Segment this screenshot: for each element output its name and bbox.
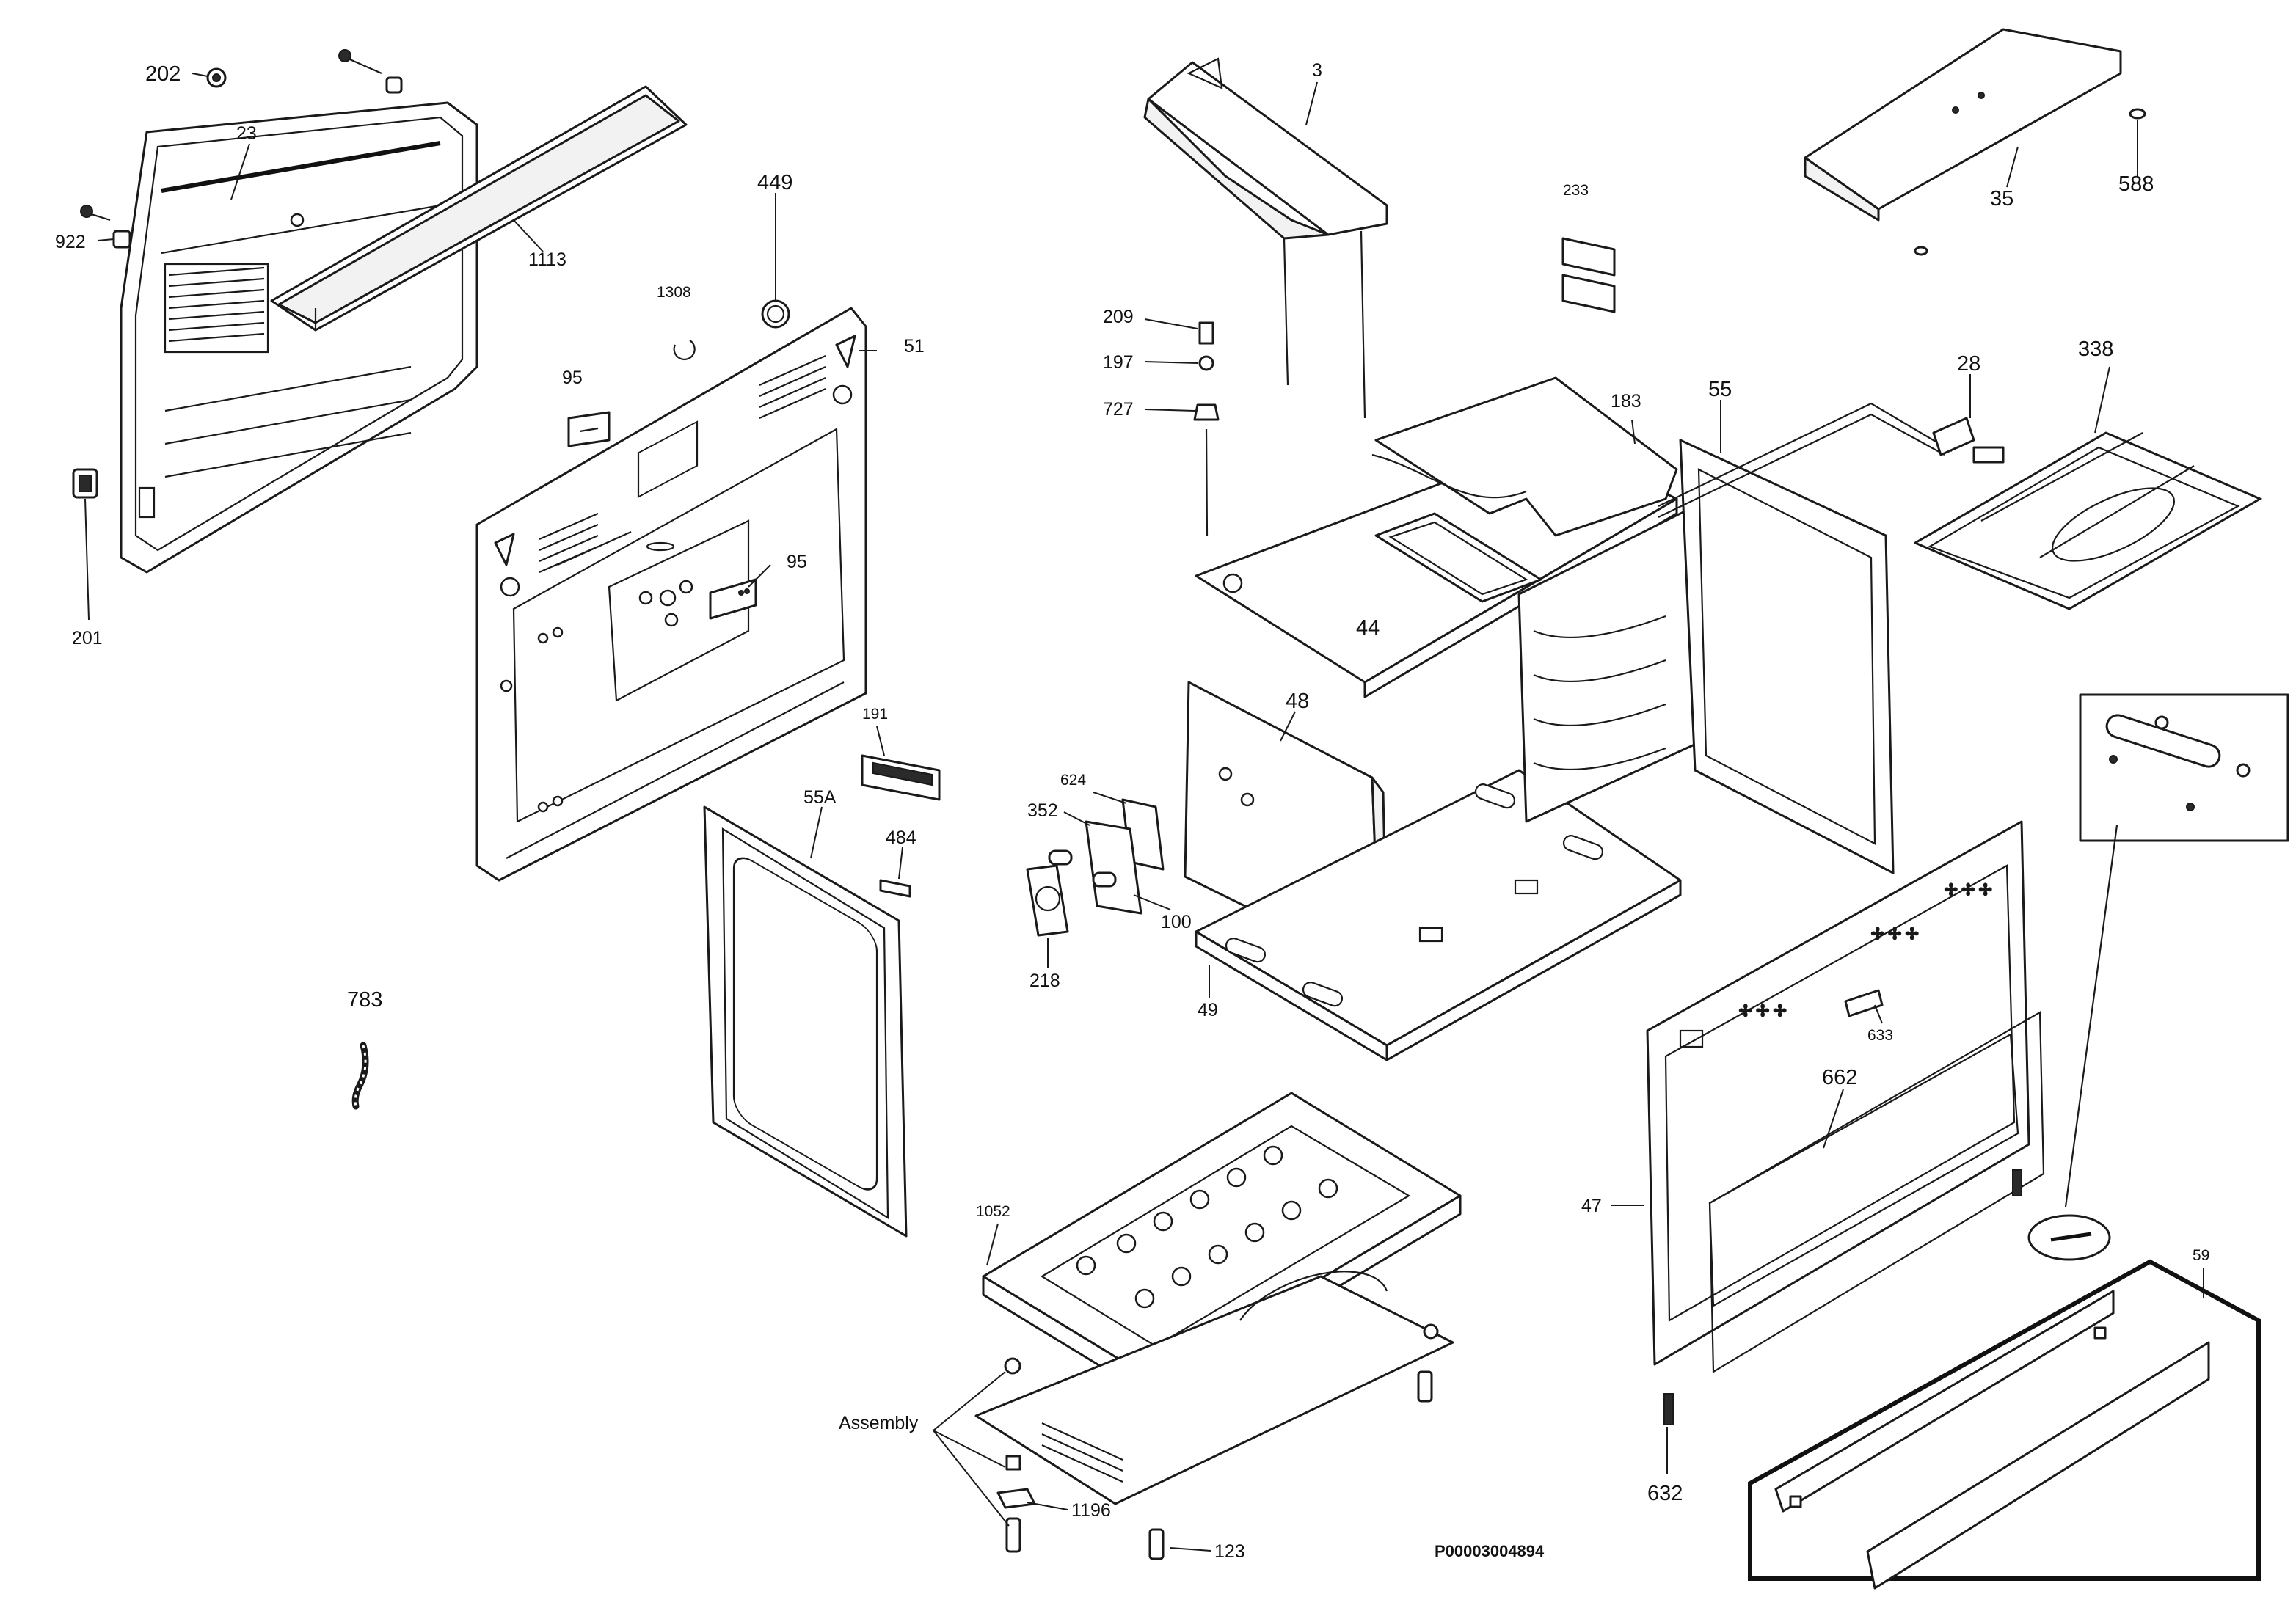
frame-55 <box>1679 439 1895 874</box>
label-1196: 1196 <box>1071 1500 1111 1521</box>
label-35: 35 <box>1990 187 2013 211</box>
label-662: 662 <box>1822 1066 1857 1089</box>
label-48: 48 <box>1286 690 1309 713</box>
label-218: 218 <box>1029 971 1060 991</box>
top-panel-44 <box>1195 376 1678 698</box>
nut-202 <box>206 67 227 88</box>
base-plate <box>974 1271 1454 1505</box>
label-633: 633 <box>1867 1027 1893 1044</box>
plate-95a <box>567 411 611 447</box>
label-632: 632 <box>1647 1482 1683 1505</box>
svg-text:✢ ✢ ✢: ✢ ✢ ✢ <box>1871 926 1918 943</box>
back-panel-23 <box>120 101 478 574</box>
nut-588 <box>2129 108 2146 120</box>
label-assembly: Assembly <box>839 1413 919 1433</box>
box-59 <box>1748 1259 2261 1590</box>
callout-labels: 202 23 922 1113 201 449 1308 95 51 95 3 … <box>55 60 2209 1562</box>
label-44: 44 <box>1356 616 1380 640</box>
gasket-449 <box>761 299 790 329</box>
clip-right <box>2012 1169 2022 1196</box>
door-frame-55A <box>703 805 908 1238</box>
label-783: 783 <box>347 988 382 1012</box>
label-202: 202 <box>145 62 181 86</box>
control-frame-47: ✢ ✢ ✢ ✢ ✢ ✢ ✢ ✢ ✢ <box>1646 820 2030 1366</box>
element-338 <box>1658 402 2262 610</box>
label-51: 51 <box>904 336 925 357</box>
label-727: 727 <box>1103 399 1134 420</box>
label-197: 197 <box>1103 352 1134 373</box>
front-panel-51 <box>475 307 867 882</box>
part-632 <box>1663 1393 1674 1425</box>
label-49: 49 <box>1198 1000 1218 1020</box>
switch-191 <box>861 754 941 801</box>
base-49 <box>1195 769 1682 1061</box>
clip-1308 <box>673 340 696 361</box>
inset-handle-detail <box>2027 693 2289 1261</box>
gasket-662 <box>1708 1011 2045 1373</box>
label-352: 352 <box>1027 800 1058 821</box>
label-47: 47 <box>1581 1196 1602 1216</box>
clip-201 <box>72 468 98 499</box>
svg-text:✢ ✢ ✢: ✢ ✢ ✢ <box>1945 882 1991 899</box>
label-1052: 1052 <box>976 1203 1010 1220</box>
label-338: 338 <box>2078 337 2113 361</box>
label-95a: 95 <box>562 368 583 388</box>
label-100: 100 <box>1161 912 1192 932</box>
bracket-28 <box>1932 417 2005 464</box>
parts-624-352-100-218 <box>1026 798 1165 937</box>
label-484: 484 <box>886 827 916 848</box>
label-233: 233 <box>1563 182 1589 199</box>
clips-233 <box>1561 237 1616 313</box>
leader-lines <box>84 73 2204 1552</box>
label-624: 624 <box>1060 772 1086 789</box>
deflector-3 <box>1143 57 1388 419</box>
screw-top <box>338 49 403 94</box>
label-209: 209 <box>1103 307 1134 327</box>
label-183: 183 <box>1611 391 1641 412</box>
label-23: 23 <box>236 123 257 144</box>
cover-plate-35 <box>1804 28 2122 222</box>
rail-1113 <box>270 85 688 332</box>
label-55: 55 <box>1708 378 1732 401</box>
label-3: 3 <box>1312 60 1322 81</box>
lamp-209-197-727 <box>1193 321 1220 536</box>
plate-95b <box>709 578 757 620</box>
svg-text:✢ ✢ ✢: ✢ ✢ ✢ <box>1739 1003 1786 1020</box>
cable-783 <box>351 1042 369 1110</box>
label-191: 191 <box>862 706 888 723</box>
bracket-484 <box>879 879 911 898</box>
label-1308: 1308 <box>657 284 691 301</box>
label-201: 201 <box>72 628 103 648</box>
label-55A: 55A <box>803 787 837 808</box>
label-588: 588 <box>2118 172 2154 196</box>
nut-lower <box>1914 246 1928 256</box>
label-922: 922 <box>55 232 86 252</box>
hinge-633 <box>1844 989 1884 1017</box>
label-59: 59 <box>2193 1247 2209 1264</box>
feet <box>996 1370 1433 1560</box>
label-28: 28 <box>1957 352 1980 376</box>
reference-code: P00003004894 <box>1435 1542 1545 1560</box>
label-449: 449 <box>757 171 792 194</box>
label-95b: 95 <box>787 552 807 572</box>
screw-922 <box>80 205 131 249</box>
label-123: 123 <box>1214 1541 1245 1562</box>
label-1113: 1113 <box>528 249 566 270</box>
